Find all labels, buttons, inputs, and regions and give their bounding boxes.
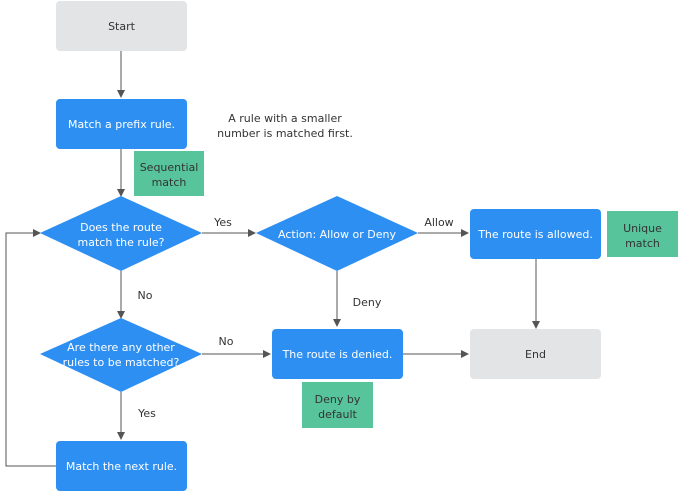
- other-rules-line-2: rules to be matched?: [63, 356, 180, 369]
- start-label: Start: [108, 20, 136, 33]
- connectors: [5, 51, 540, 467]
- unique-tag-line-2: match: [625, 237, 660, 250]
- deny-default-line-1: Deny by: [315, 393, 361, 406]
- start-node: [56, 1, 187, 51]
- other-rules-decision: [40, 318, 202, 392]
- does-match-line-1: Does the route: [80, 221, 162, 234]
- other-rules-line-1: Are there any other: [67, 341, 175, 354]
- unique-match-tag: [607, 211, 678, 257]
- does-match-line-2: match the rule?: [78, 236, 165, 249]
- edge-label-no-match: No: [138, 289, 153, 302]
- edge-label-deny: Deny: [353, 296, 382, 309]
- deny-default-tag: [302, 382, 373, 428]
- action-label: Action: Allow or Deny: [278, 228, 396, 241]
- end-label: End: [525, 348, 546, 361]
- route-allowed-node: [470, 209, 601, 259]
- edge-label-yes-match: Yes: [213, 216, 232, 229]
- note-line-1: A rule with a smaller: [228, 112, 342, 125]
- sequential-match-tag: [134, 151, 204, 196]
- match-prefix-node: [56, 99, 187, 149]
- sequential-tag-line-1: Sequential: [140, 161, 199, 174]
- route-denied-node: [272, 329, 403, 379]
- note-line-2: number is matched first.: [217, 127, 353, 140]
- match-prefix-label: Match a prefix rule.: [68, 118, 175, 131]
- edge-next-loop-back: [5, 229, 56, 467]
- unique-tag-line-1: Unique: [623, 222, 662, 235]
- action-decision: [256, 196, 418, 271]
- route-allowed-label: The route is allowed.: [477, 228, 593, 241]
- match-next-node: [56, 441, 187, 491]
- does-route-match-decision: [40, 196, 202, 271]
- end-node: [470, 329, 601, 379]
- match-next-label: Match the next rule.: [66, 460, 177, 473]
- deny-default-line-2: default: [318, 408, 357, 421]
- edge-label-allow: Allow: [424, 216, 453, 229]
- edge-label-yes-other: Yes: [137, 407, 156, 420]
- route-denied-label: The route is denied.: [282, 348, 393, 361]
- edge-label-no-other: No: [219, 335, 234, 348]
- sequential-tag-line-2: match: [152, 176, 187, 189]
